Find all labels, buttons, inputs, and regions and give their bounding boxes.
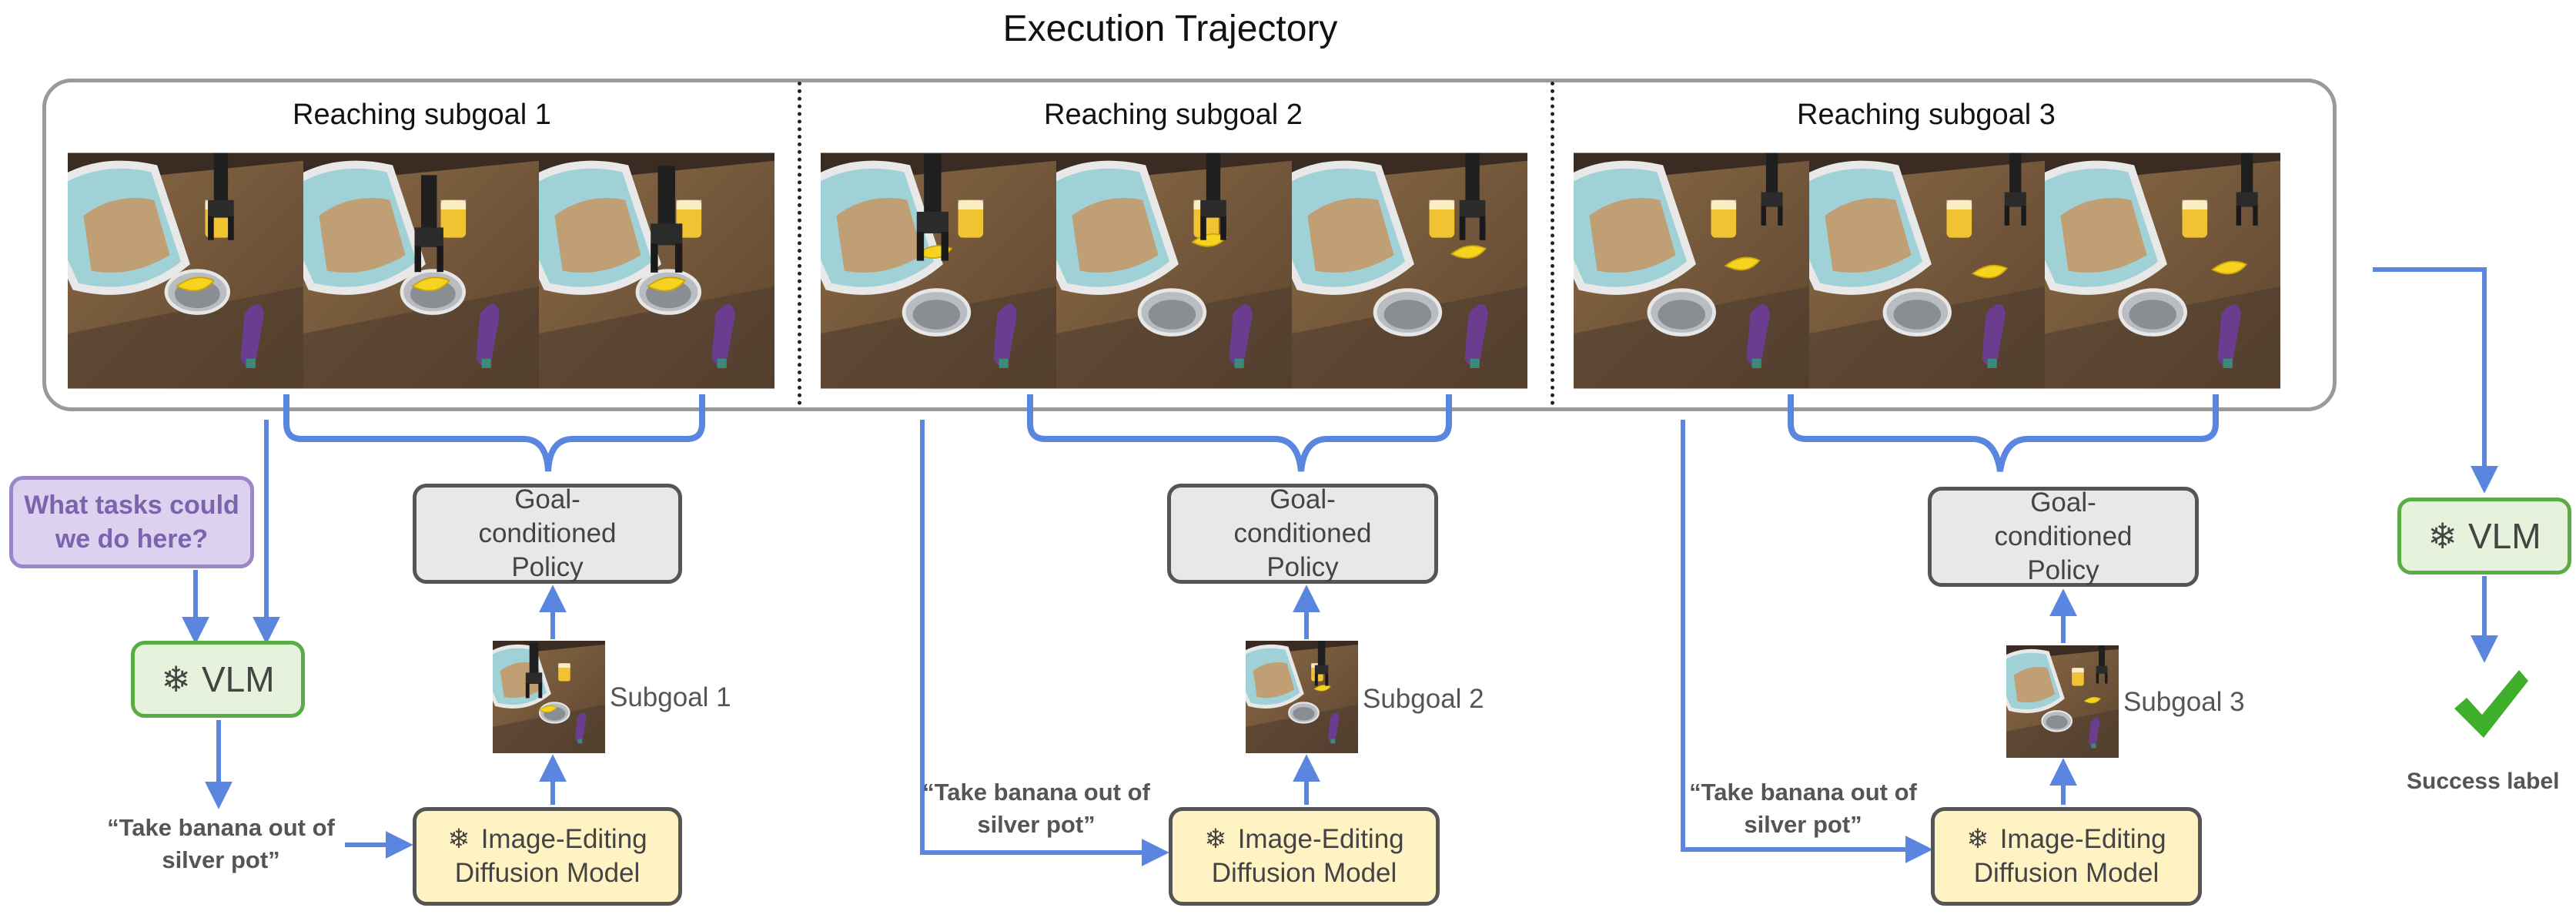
policy-label: Goal-conditioned Policy [1994, 487, 2133, 585]
subgoal-image [1246, 641, 1358, 753]
diffusion-model-box: ❄Image-Editing Diffusion Model [1169, 807, 1440, 906]
instruction-text: “Take banana out of silver pot” [922, 779, 1150, 838]
snowflake-icon: ❄ [1966, 824, 1989, 854]
goal-conditioned-policy-box: Goal-conditioned Policy [1928, 487, 2199, 587]
vlm-label: VLM [2467, 516, 2541, 556]
stage-2-heading: Reaching subgoal 2 [1044, 99, 1303, 131]
vlm-box: ❄VLM [131, 641, 305, 718]
stage-divider [1551, 82, 1554, 405]
goal-conditioned-policy-box: Goal-conditioned Policy [413, 484, 682, 584]
subgoal-label: Subgoal 1 [610, 682, 731, 712]
execution-trajectory-box [42, 79, 2337, 411]
snowflake-icon: ❄ [1204, 824, 1227, 854]
subgoal-label: Subgoal 2 [1363, 684, 1484, 714]
diffusion-label: Image-Editing Diffusion Model [1211, 824, 1404, 888]
success-label: Success label [2407, 769, 2560, 794]
diffusion-model-box: ❄Image-Editing Diffusion Model [413, 807, 682, 906]
diffusion-model-box: ❄Image-Editing Diffusion Model [1931, 807, 2202, 906]
stage-1-heading: Reaching subgoal 1 [293, 99, 551, 131]
policy-label: Goal-conditioned Policy [478, 484, 617, 582]
snowflake-icon: ❄ [161, 659, 191, 699]
subgoal-image [2006, 645, 2119, 758]
diffusion-label: Image-Editing Diffusion Model [1973, 824, 2166, 888]
subgoal-label: Subgoal 3 [2123, 687, 2245, 717]
diffusion-label: Image-Editing Diffusion Model [454, 824, 647, 888]
instruction-text: “Take banana out of silver pot” [1689, 779, 1917, 838]
stage-divider [798, 82, 801, 405]
subgoal-image [493, 641, 605, 753]
diagram-title: Execution Trajectory [1002, 8, 1338, 49]
goal-conditioned-policy-box: Goal-conditioned Policy [1167, 484, 1438, 584]
stage-3-heading: Reaching subgoal 3 [1797, 99, 2056, 131]
policy-label: Goal-conditioned Policy [1233, 484, 1372, 582]
instruction-text: “Take banana out of silver pot” [107, 814, 335, 873]
check-mark-icon [2454, 670, 2528, 738]
snowflake-icon: ❄ [447, 824, 470, 854]
question-prompt-box: What tasks could we do here? [9, 476, 254, 568]
question-text: What tasks could we do here? [24, 491, 239, 554]
vlm-box: ❄VLM [2397, 498, 2571, 575]
vlm-label: VLM [201, 659, 275, 699]
snowflake-icon: ❄ [2427, 516, 2457, 556]
